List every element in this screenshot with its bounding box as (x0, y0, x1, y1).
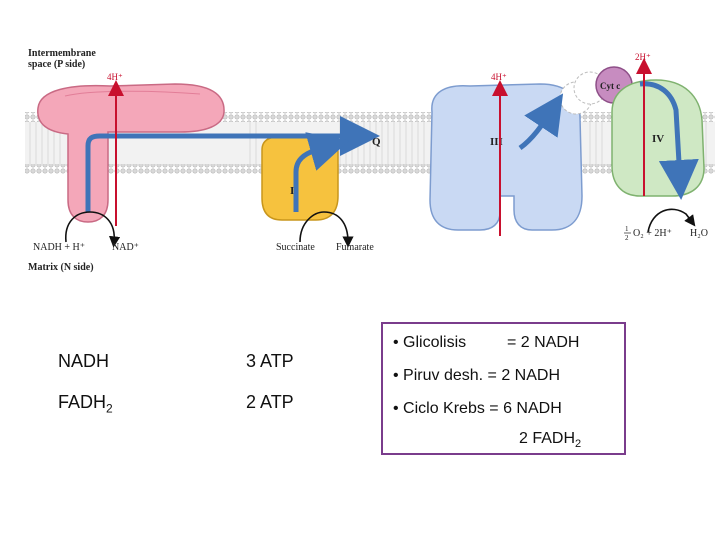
complex-IV-label: IV (652, 133, 664, 145)
q-label: Q (372, 136, 381, 148)
yield-row1-atp: 3 ATP (246, 351, 294, 371)
summary-line4: 2 FADH2 (519, 430, 581, 450)
fumarate-label: Fumarate (336, 242, 374, 253)
proton-label-III: 4H⁺ (491, 72, 507, 82)
nad-label: NAD⁺ (112, 242, 139, 253)
oxygen-reaction-label: O₂ + 2H⁺ (633, 228, 672, 239)
electron-flow-III-arrow (518, 93, 564, 151)
yield-row1-carrier: NADH (58, 351, 110, 371)
summary-line1-label: • Glicolisis (393, 334, 467, 351)
proton-label-I: 4H⁺ (107, 72, 123, 82)
cyt-c-ghosts (559, 71, 607, 115)
intermembrane-label-1: Intermembrane (28, 48, 96, 59)
nadh-reaction-arrow (65, 211, 121, 248)
summary-line3: • Ciclo Krebs = 6 NADH (393, 400, 562, 417)
matrix-label: Matrix (N side) (28, 262, 94, 273)
electron-transport-chain-diagram: I II III Cyt c IV Q 4H⁺ 4H⁺ 2H⁺ Intermem… (25, 48, 715, 273)
yield-row2-carrier: FADH2 (58, 392, 113, 416)
yield-row2-atp: 2 ATP (246, 392, 294, 412)
summary-line2: • Piruv desh. = 2 NADH (393, 367, 560, 384)
cyt-c-label: Cyt c (600, 81, 620, 91)
complex-III (429, 83, 583, 231)
electron-flow-IV-arrow (639, 81, 699, 200)
succinate-label: Succinate (276, 242, 315, 253)
nadh-label: NADH + H⁺ (33, 242, 85, 253)
fadh-subscript: 2 (106, 401, 113, 416)
half-denominator: 2 (625, 234, 629, 242)
water-label: H₂O (690, 228, 708, 239)
half-numerator: 1 (625, 225, 629, 233)
nadh-summary-box: • Glicolisis = 2 NADH • Piruv desh. = 2 … (381, 322, 626, 455)
oxygen-reaction-arrow (647, 208, 696, 233)
summary-line4-subscript: 2 (575, 438, 582, 451)
succinate-reaction-arrow (299, 211, 354, 248)
intermembrane-label-2: space (P side) (28, 59, 85, 70)
proton-label-IV: 2H⁺ (635, 52, 651, 62)
electron-flow-II-arrow (293, 132, 350, 212)
summary-line4-base: 2 FADH (519, 430, 576, 447)
fadh-base: FADH (58, 392, 107, 412)
electron-flow-I-arrow (85, 116, 380, 212)
summary-line1-value: = 2 NADH (507, 334, 580, 351)
